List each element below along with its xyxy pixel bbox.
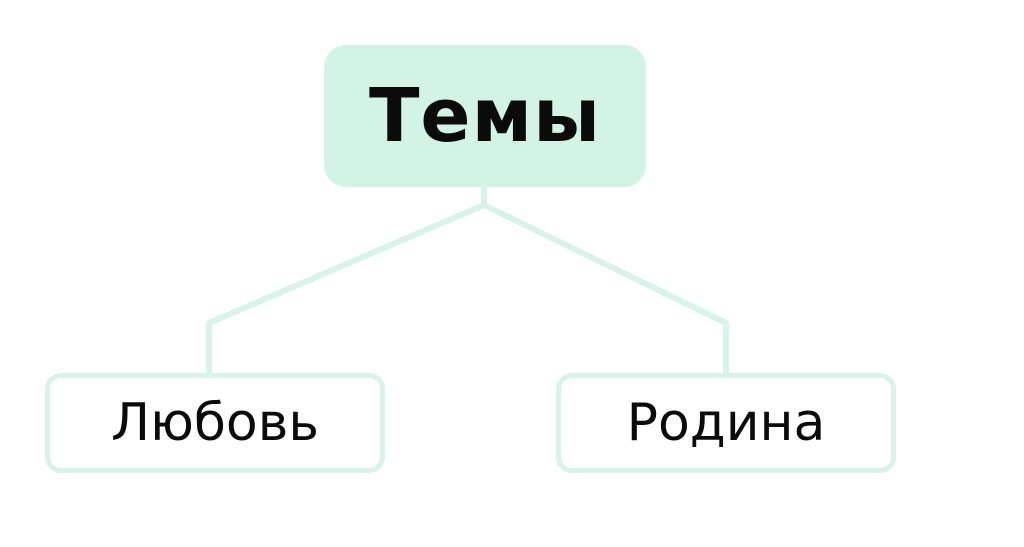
root-node-label: Темы	[368, 73, 602, 159]
child-node-label-lubov: Любовь	[110, 393, 320, 453]
child-node-rodina: Родина	[556, 373, 896, 473]
connector-to-rodina	[482, 202, 729, 374]
connector-to-lubov	[206, 202, 486, 374]
root-node-temy: Темы	[324, 45, 646, 187]
child-node-label-rodina: Родина	[626, 393, 826, 453]
child-node-lubov: Любовь	[45, 373, 385, 473]
